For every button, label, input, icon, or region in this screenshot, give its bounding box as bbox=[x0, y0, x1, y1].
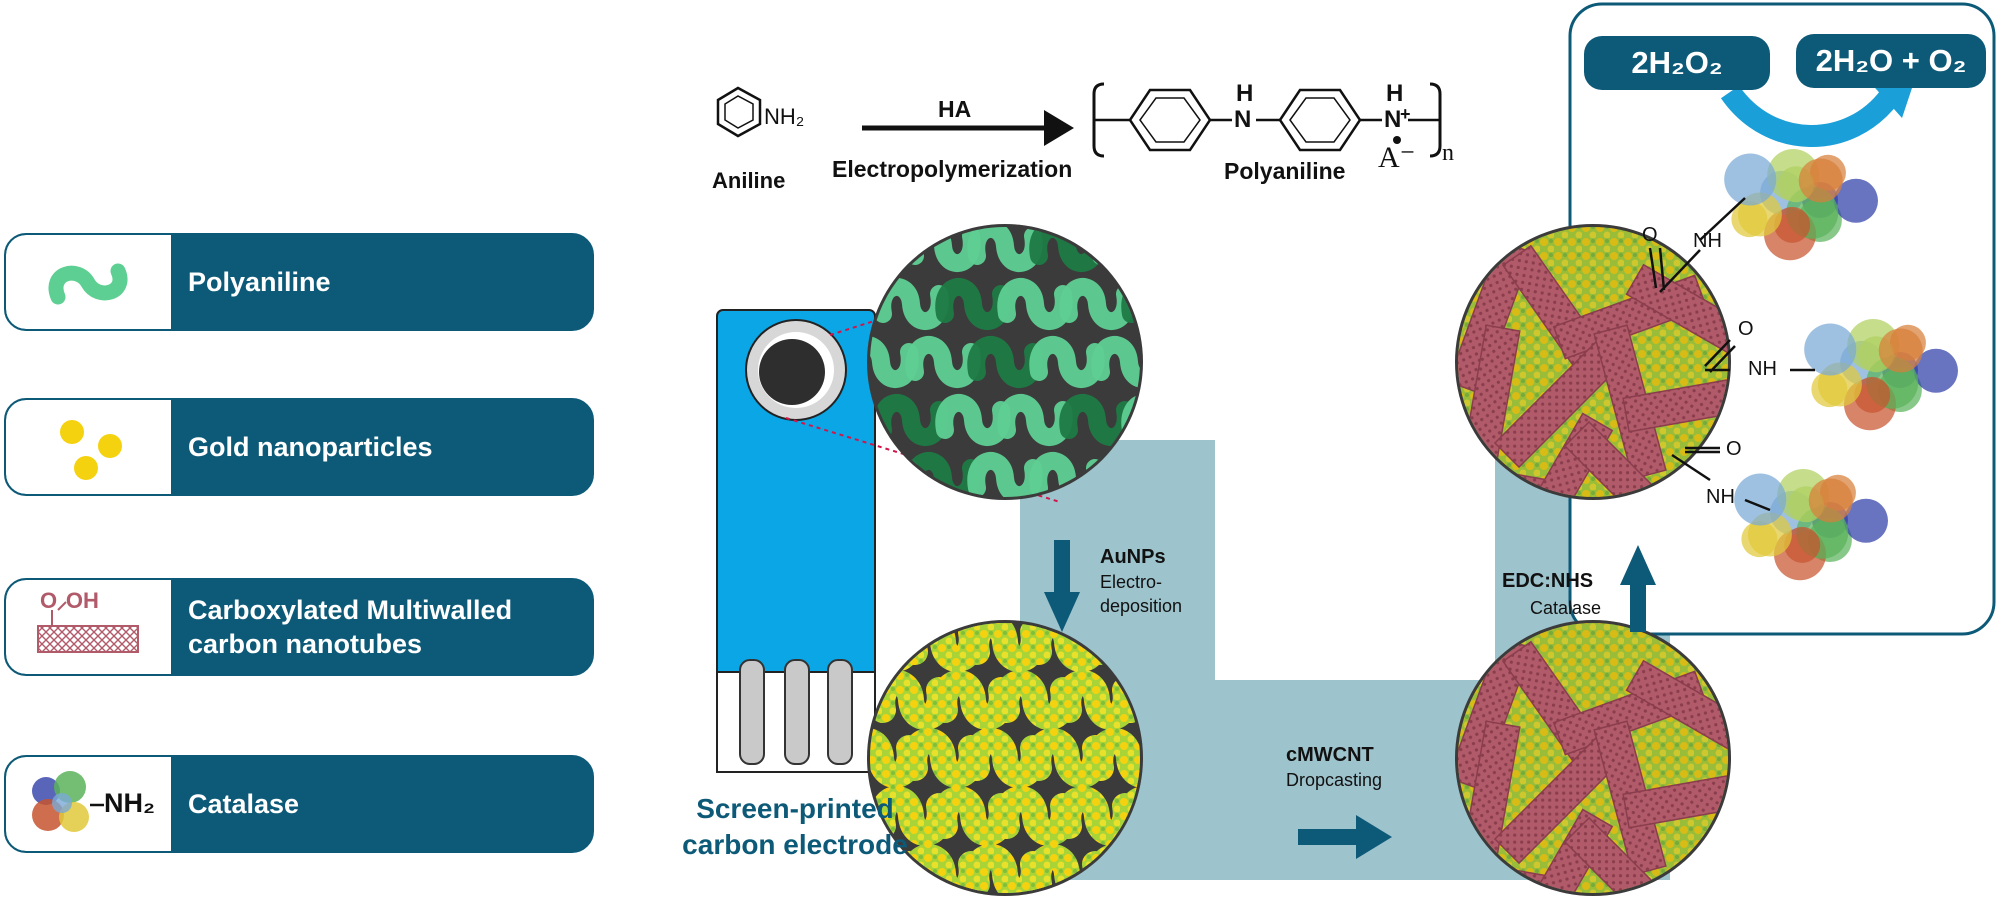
electrode-label-line2: carbon electrode bbox=[682, 829, 908, 860]
catalase-proteins bbox=[1724, 148, 1958, 581]
legend-label-line1: Carboxylated Multiwalled bbox=[188, 595, 513, 625]
legend-label: Catalase bbox=[188, 789, 300, 819]
amide-nh-3: NH bbox=[1706, 486, 1735, 508]
screen-printed-electrode bbox=[716, 261, 1061, 773]
electrode-label-line1: Screen-printed bbox=[696, 793, 894, 824]
polyaniline-squiggle-icon bbox=[48, 263, 128, 305]
polyaniline-swatch bbox=[6, 235, 171, 329]
polymer-h-2: H bbox=[1386, 80, 1404, 107]
amide-o-1: O bbox=[1642, 224, 1658, 246]
catalase-swatch: NH₂ bbox=[6, 757, 171, 851]
step-edcnhs-title: EDC:NHS bbox=[1502, 570, 1594, 592]
reaction-reagent-ha: HA bbox=[938, 96, 972, 122]
step-cmwcnt-sub: Dropcasting bbox=[1286, 770, 1383, 790]
up-arrow bbox=[1620, 545, 1656, 632]
legend-label: Gold nanoparticles bbox=[188, 432, 433, 462]
amide-nh-1: NH bbox=[1693, 230, 1722, 252]
nh2-label: NH₂ bbox=[104, 788, 155, 818]
polymer-subscript: n bbox=[1442, 140, 1454, 166]
polymer-h-1: H bbox=[1236, 80, 1254, 107]
step-cmwcnt-title: cMWCNT bbox=[1286, 744, 1374, 766]
right-arrow bbox=[1298, 815, 1392, 859]
polyaniline-name: Polyaniline bbox=[1224, 158, 1346, 184]
gold-particles-icon bbox=[60, 420, 122, 480]
pani-aunp-circle bbox=[867, 620, 1143, 896]
down-arrow bbox=[1044, 540, 1080, 632]
cnt-swatch: O OH bbox=[6, 580, 171, 674]
polymer-anion: A⁻ bbox=[1378, 141, 1416, 174]
h2o2-pill: 2H₂O₂ bbox=[1584, 36, 1770, 90]
legend-label: Polyaniline bbox=[188, 267, 331, 297]
amide-nh-2: NH bbox=[1748, 358, 1777, 380]
cooh-label: O OH bbox=[40, 588, 99, 613]
cmwcnt-circle bbox=[1455, 620, 1731, 896]
legend-label-line2: carbon nanotubes bbox=[188, 629, 423, 659]
catalase-circle bbox=[1455, 224, 1731, 500]
legend-gold-nanoparticles: Gold nanoparticles bbox=[4, 398, 594, 496]
products-pill: 2H₂O + O₂ bbox=[1796, 34, 1986, 88]
amide-links bbox=[1648, 197, 1815, 512]
gold-swatch bbox=[6, 400, 171, 494]
reaction-curved-arrow bbox=[1720, 85, 1899, 147]
nanotube-icon bbox=[37, 601, 139, 653]
step-aunps-title: AuNPs bbox=[1100, 546, 1166, 568]
aniline-name: Aniline bbox=[712, 168, 786, 193]
polymer-n-1: N bbox=[1234, 106, 1252, 133]
aniline-nh2: NH₂ bbox=[764, 104, 805, 129]
catalase-protein-icon bbox=[32, 771, 104, 832]
amide-o-3: O bbox=[1726, 438, 1742, 460]
step-edcnhs-sub: Catalase bbox=[1530, 598, 1602, 618]
step-aunps-sub2: deposition bbox=[1100, 596, 1183, 616]
polymer-n-2: N bbox=[1384, 106, 1402, 133]
legend-cmwcnt: O OH Carboxylated Multiwalled carbon nan… bbox=[4, 578, 594, 676]
step-aunps-sub1: Electro- bbox=[1100, 572, 1163, 592]
legend-polyaniline: Polyaniline bbox=[4, 233, 594, 331]
reaction-scheme bbox=[716, 82, 1442, 158]
reaction-condition: Electropolymerization bbox=[832, 156, 1073, 182]
polymer-charge: + bbox=[1400, 104, 1411, 124]
amide-o-2: O bbox=[1738, 318, 1754, 340]
legend-catalase: NH₂ Catalase bbox=[4, 755, 594, 853]
